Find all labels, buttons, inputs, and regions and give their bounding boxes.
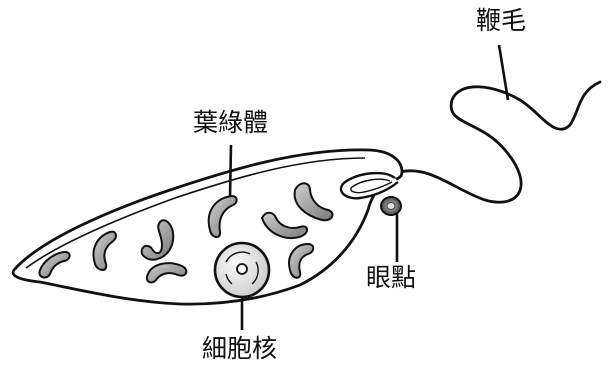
cell-inner-outline <box>25 157 366 269</box>
chloroplast <box>288 242 315 279</box>
chloroplast <box>207 194 238 238</box>
label-chloroplast: 葉綠體 <box>193 108 269 137</box>
chloroplast <box>260 211 308 240</box>
chloroplast <box>140 219 175 261</box>
leader-line-chloroplast <box>228 144 233 198</box>
reservoir-inner <box>350 178 393 194</box>
label-nucleus: 細胞核 <box>202 334 278 363</box>
chloroplast <box>293 182 334 222</box>
flagellum <box>398 80 602 204</box>
cell-body <box>11 148 404 306</box>
chloroplast <box>146 262 188 284</box>
chloroplasts <box>38 182 334 284</box>
label-flagellum: 鞭毛 <box>476 6 527 35</box>
chloroplast <box>92 230 117 271</box>
nucleus <box>213 241 271 299</box>
label-eyespot: 眼點 <box>366 263 417 292</box>
chloroplast <box>38 250 71 279</box>
eyespot <box>380 196 402 216</box>
leader-line-flagellum <box>497 44 510 101</box>
nucleolus <box>236 263 248 275</box>
